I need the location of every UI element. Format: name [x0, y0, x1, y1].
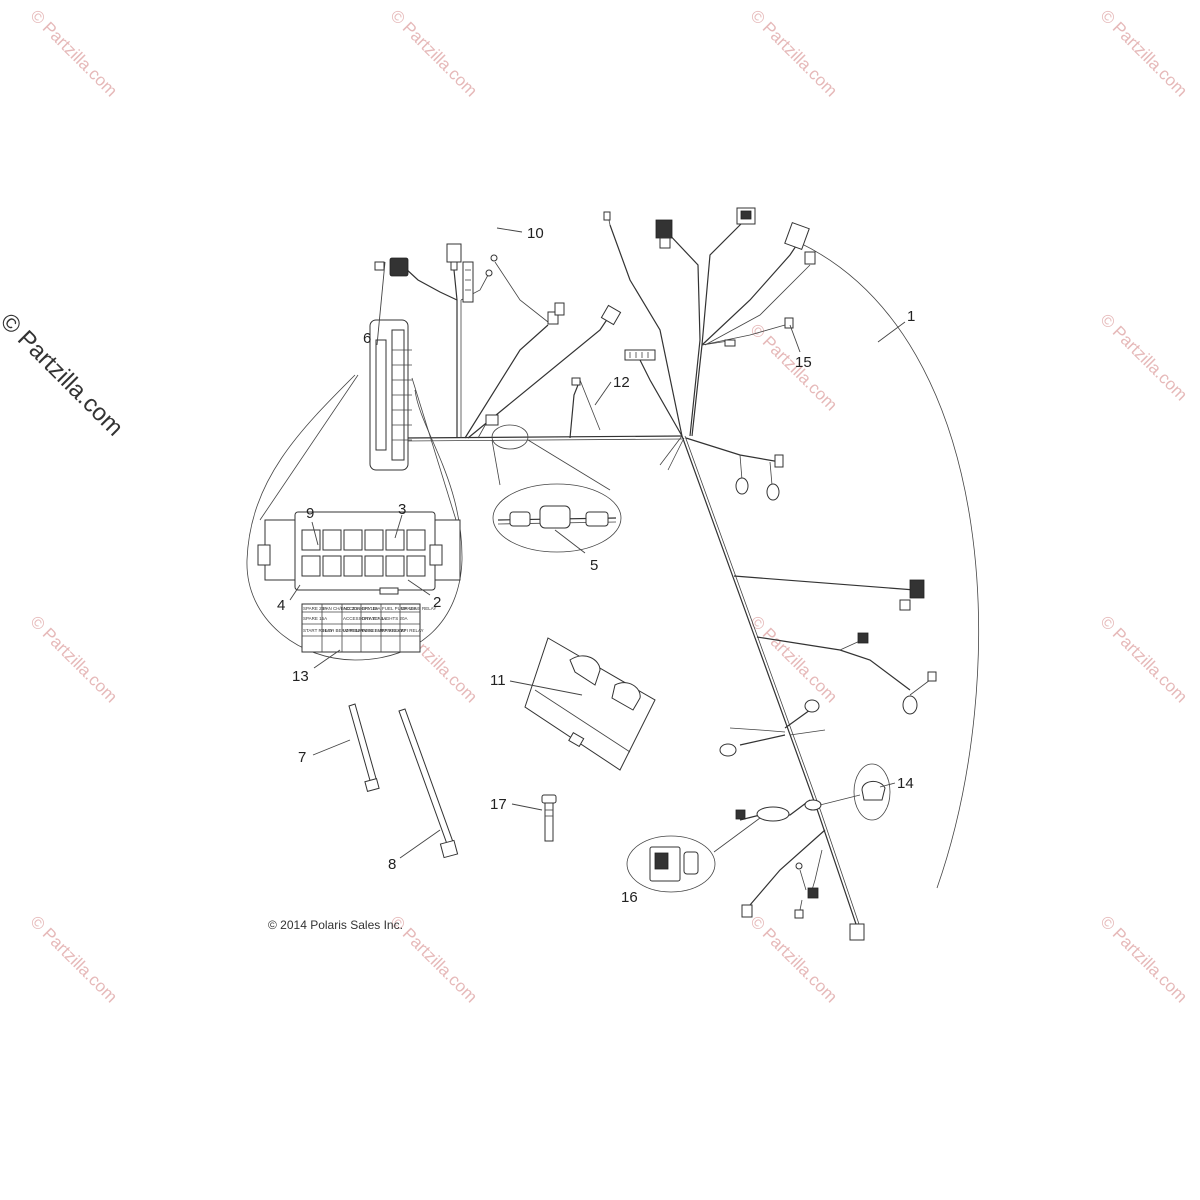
fuse-slot: [322, 529, 342, 551]
fuse-chart-cell: LIGHTS 20A: [382, 616, 408, 621]
fuse-slot: [301, 555, 321, 577]
cable-tie-long: [398, 708, 459, 859]
fuse-slot: [406, 555, 426, 577]
fuse-chart-cell: START RELAY: [303, 628, 333, 633]
fuse-chart-cell: ACCESSORY 15A: [343, 606, 380, 611]
callout-2: 2: [433, 594, 441, 611]
callout-3: 3: [398, 501, 406, 518]
callout-10: 10: [527, 225, 544, 242]
splice-detail-bubble: [491, 424, 622, 553]
callout-15: 15: [795, 354, 812, 371]
bracket: [524, 637, 656, 771]
cable-tie-short: [348, 703, 380, 792]
fuse-slot: [322, 555, 342, 577]
callout-17: 17: [490, 796, 507, 813]
fuse-chart-cell: EFI RELAY: [401, 628, 424, 633]
callout-14: 14: [897, 775, 914, 792]
leader-lines: [289, 227, 906, 859]
fuse-slot: [385, 555, 405, 577]
fuse-chart-cell: FUEL PUMP 10A: [382, 606, 417, 611]
fuse-chart-cell: FUEL PUMP RELAY: [362, 628, 403, 633]
fuse-chart-cell: EFI 10A: [362, 606, 378, 611]
fuse-slot: [301, 529, 321, 551]
main-harness: [374, 207, 937, 941]
switch-detail-bubble: [626, 817, 761, 893]
callout-7: 7: [298, 749, 306, 766]
bolt: [541, 794, 557, 842]
fuse-chart-cell: CHASSIS RELAY: [401, 606, 436, 611]
callout-8: 8: [388, 856, 396, 873]
callout-12: 12: [613, 374, 630, 391]
callout-9: 9: [306, 505, 314, 522]
fuse-box-connector: [369, 319, 412, 471]
callout-16: 16: [621, 889, 638, 906]
fuse-slot: [385, 529, 405, 551]
callout-11: 11: [490, 672, 506, 689]
fuse-block: [257, 511, 461, 595]
fuse-chart-cell: HIGH BEAM RELAY: [323, 628, 364, 633]
harness-boundary-arc: [799, 242, 979, 889]
fuse-slot: [343, 555, 363, 577]
fuse-chart-cell: ACCESSORY 20A: [343, 616, 380, 621]
fuse-chart-cell: SPARE 25A: [303, 606, 327, 611]
callout-5: 5: [590, 557, 598, 574]
fuse-chart-cell: LOW BEAM RELAY: [343, 628, 383, 633]
fuse-chart-cell: SPARE 15A: [303, 616, 327, 621]
callout-4: 4: [277, 597, 285, 614]
clip-detail-bubble: [853, 763, 891, 821]
fuse-chart-cell: FAN RELAY: [382, 628, 406, 633]
fuse-box-detail-bubble: [246, 374, 463, 661]
copyright-text: © 2014 Polaris Sales Inc.: [268, 918, 403, 932]
fuse-chart-cell: FAN CH/ENG 20A: [323, 606, 360, 611]
fuse-slot: [364, 529, 384, 551]
fuse-slot: [364, 555, 384, 577]
fuse-chart-cell: DRIVE 7.5A: [362, 616, 386, 621]
fuse-slot: [343, 529, 363, 551]
callout-13: 13: [292, 668, 309, 685]
callout-6: 6: [363, 330, 371, 347]
callout-1: 1: [907, 308, 915, 325]
fuse-slot: [406, 529, 426, 551]
